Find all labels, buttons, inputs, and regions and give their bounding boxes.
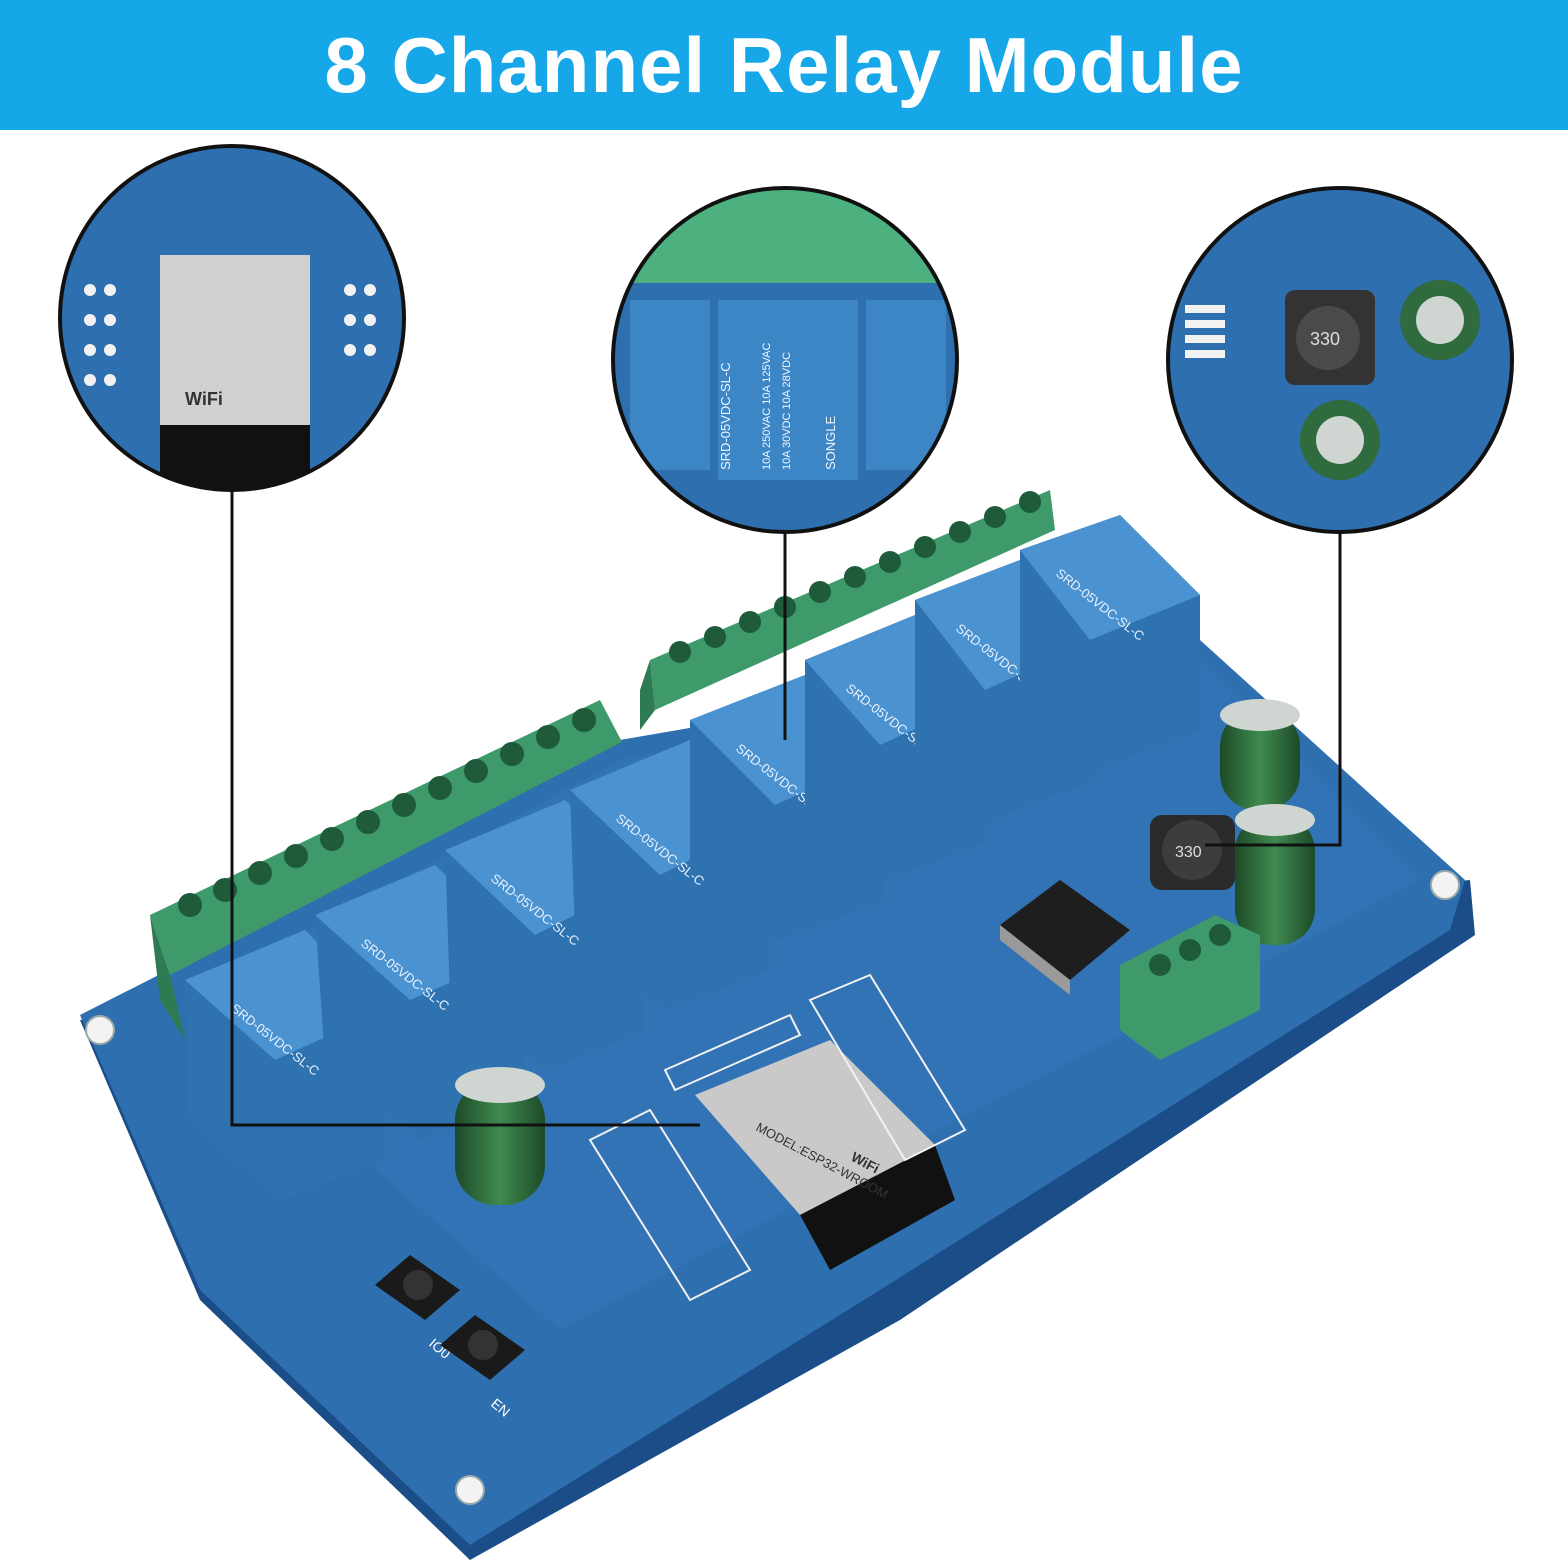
terminal-block-right bbox=[640, 490, 1055, 730]
zoom-circle-power: 330 bbox=[1166, 186, 1514, 534]
callout-lines bbox=[230, 490, 1342, 1127]
relay-8: SRD-05VDC-SL-C bbox=[1020, 515, 1200, 770]
zoom-circle-relay: SRD-05VDC-SL-C 10A 250VAC 10A 125VAC 10A… bbox=[611, 186, 959, 534]
capacitor-right-bottom bbox=[1235, 804, 1315, 945]
capacitor-left bbox=[455, 1067, 545, 1205]
pin-header-left bbox=[588, 1108, 752, 1302]
zoom-inductor-marking: 330 bbox=[1310, 329, 1340, 349]
pin-header-top bbox=[663, 1013, 802, 1092]
zoom-relay-brand: SONGLE bbox=[823, 415, 838, 470]
zoom-relay-rating-2: 10A 30VDC 10A 28VDC bbox=[781, 352, 793, 470]
inductor: 330 bbox=[1150, 815, 1235, 890]
mounting-holes bbox=[85, 870, 1460, 1505]
inductor-marking: 330 bbox=[1175, 844, 1202, 861]
title-banner: 8 Channel Relay Module bbox=[0, 0, 1568, 130]
zoom-relay-rating-1: 10A 250VAC 10A 125VAC bbox=[761, 343, 773, 470]
zoom-relay-model: SRD-05VDC-SL-C bbox=[718, 362, 733, 470]
capacitor-right-top bbox=[1220, 699, 1300, 810]
wifi-module: MODEL:ESP32-WROOM WiFi bbox=[695, 1040, 955, 1270]
voltage-regulator bbox=[1000, 880, 1130, 995]
pin-header-right bbox=[808, 973, 967, 1162]
zoom-wifi-brand: WiFi bbox=[185, 389, 223, 409]
terminal-block-left bbox=[150, 700, 622, 1040]
page-title: 8 Channel Relay Module bbox=[324, 20, 1244, 109]
power-terminal-block bbox=[1120, 915, 1260, 1060]
zoom-circle-wifi-module: WiFi bbox=[58, 144, 406, 492]
